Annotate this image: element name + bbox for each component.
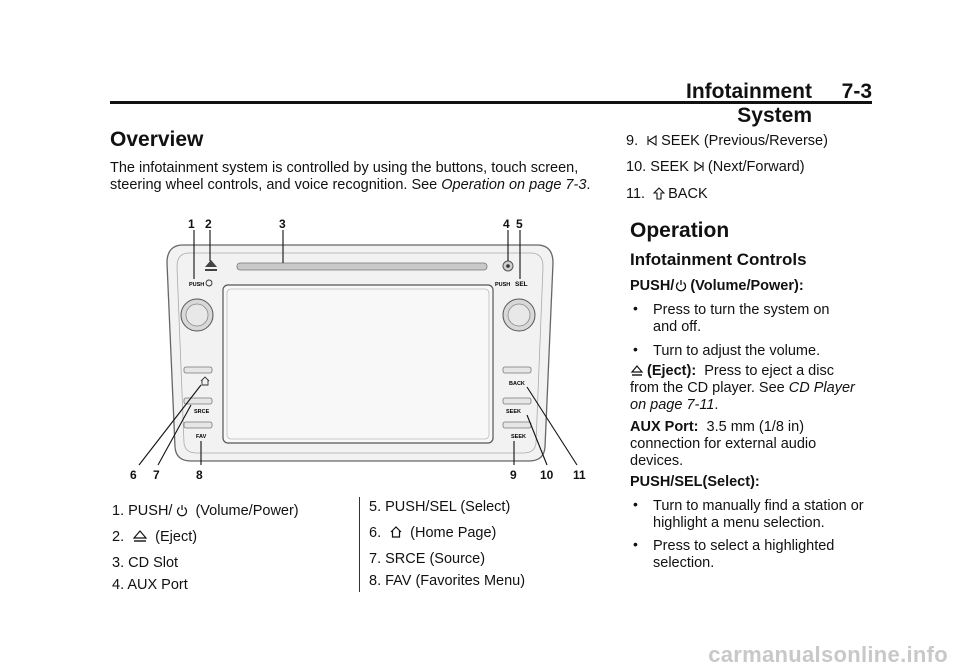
seek-forward-label: SEEK [506, 409, 521, 415]
push-volume-label: PUSH/(Volume/Power): [630, 278, 804, 294]
callout-4: 4 [503, 217, 510, 231]
legend-item-11: 11. BACK [626, 186, 708, 202]
sel-label: SEL [515, 281, 528, 288]
eject-text: Press to eject a disc from the CD player… [630, 363, 834, 396]
sel-bullet-1: Turn to manually find a station or highl… [653, 498, 864, 531]
operation-heading: Operation [630, 219, 730, 242]
bullet: • [633, 300, 638, 316]
callout-2: 2 [205, 217, 212, 231]
back-label: BACK [509, 381, 525, 387]
overview-heading: Overview [110, 128, 204, 151]
aux-label: AUX Port: [630, 419, 699, 435]
fav-button [183, 421, 213, 429]
legend-item-7: 7. SRCE (Source) [369, 551, 486, 567]
eject-paragraph: (Eject): Press to eject a disc from the … [630, 363, 855, 413]
column-divider [359, 497, 360, 592]
header-rule [110, 101, 872, 104]
callout-10: 10 [540, 468, 554, 482]
callout-lines [138, 230, 578, 466]
seek-back-button [502, 421, 532, 429]
callout-6: 6 [130, 468, 137, 482]
back-button [502, 366, 532, 374]
push-left-label: PUSH [189, 282, 204, 288]
callout-3: 3 [279, 217, 286, 231]
watermark: carmanualsonline.info [708, 642, 948, 667]
overview-intro-link[interactable]: Operation on page 7-3 [441, 177, 587, 193]
bullet: • [633, 536, 638, 552]
power-icon [676, 280, 687, 292]
touch-screen [222, 284, 494, 444]
eject-icon [132, 530, 148, 542]
eject-icon [630, 365, 644, 376]
home-button [183, 366, 213, 374]
callout-7: 7 [153, 468, 160, 482]
aux-paragraph: AUX Port: 3.5 mm (1/8 in) connection for… [630, 419, 870, 470]
seek-forward-button [502, 397, 532, 405]
legend-item-5: 5. PUSH/SEL (Select) [369, 499, 511, 515]
radio-unit-illustration: PUSH PUSH SEL SRCE FAV BACK SEEK SEEK 1 … [130, 217, 586, 482]
legend-item-3: 3. CD Slot [112, 555, 179, 571]
sel-bullet-2: Press to select a highlighted selection. [653, 538, 835, 571]
back-icon [653, 187, 666, 200]
overview-intro: The infotainment system is controlled by… [110, 160, 600, 194]
push-right-label: PUSH [495, 282, 510, 288]
bezel-inner-line [176, 252, 544, 454]
legend-item-4: 4. AUX Port [112, 577, 188, 593]
overview-intro-text: The infotainment system is controlled by… [110, 160, 579, 193]
push-bullet-1: Press to turn the system on and off. [653, 302, 830, 335]
eject-label: (Eject): [647, 363, 697, 379]
seek-back-label: SEEK [511, 434, 526, 440]
fav-label: FAV [196, 434, 207, 440]
legend-item-6: 6. (Home Page) [369, 525, 497, 541]
home-icon [390, 526, 402, 538]
legend-item-10: 10. SEEK(Next/Forward) [626, 159, 805, 175]
aux-text: 3.5 mm (1/8 in) connection for external … [630, 419, 817, 469]
callout-8: 8 [196, 468, 203, 482]
legend-item-1: 1. PUSH/ (Volume/Power) [112, 503, 299, 519]
eject-link[interactable]: CD Player on page 7-11 [630, 380, 855, 413]
seek-fwd-icon [694, 160, 704, 173]
srce-label: SRCE [194, 409, 210, 415]
push-bullet-2: Turn to adjust the volume. [653, 343, 821, 359]
cd-slot [236, 262, 488, 271]
bullet: • [633, 496, 638, 512]
callout-5: 5 [516, 217, 523, 231]
home-icon [200, 376, 210, 386]
overview-intro-end: . [586, 177, 591, 193]
power-icon [205, 279, 213, 287]
push-sel-label: PUSH/SEL(Select): [630, 474, 760, 490]
running-header-title: Infotainment System [686, 80, 812, 127]
infotainment-controls-heading: Infotainment Controls [630, 250, 807, 269]
bullet: • [633, 341, 638, 357]
callout-9: 9 [510, 468, 517, 482]
power-icon [177, 505, 188, 517]
srce-button [183, 397, 213, 405]
callout-1: 1 [188, 217, 195, 231]
legend-item-9: 9. SEEK (Previous/Reverse) [626, 133, 828, 149]
legend-item-8: 8. FAV (Favorites Menu) [369, 573, 526, 589]
legend-item-2: 2. (Eject) [112, 529, 198, 545]
seek-back-icon [647, 134, 657, 147]
callout-11: 11 [573, 468, 586, 482]
eject-button-icon [205, 260, 217, 267]
page-number: 7-3 [841, 80, 872, 103]
